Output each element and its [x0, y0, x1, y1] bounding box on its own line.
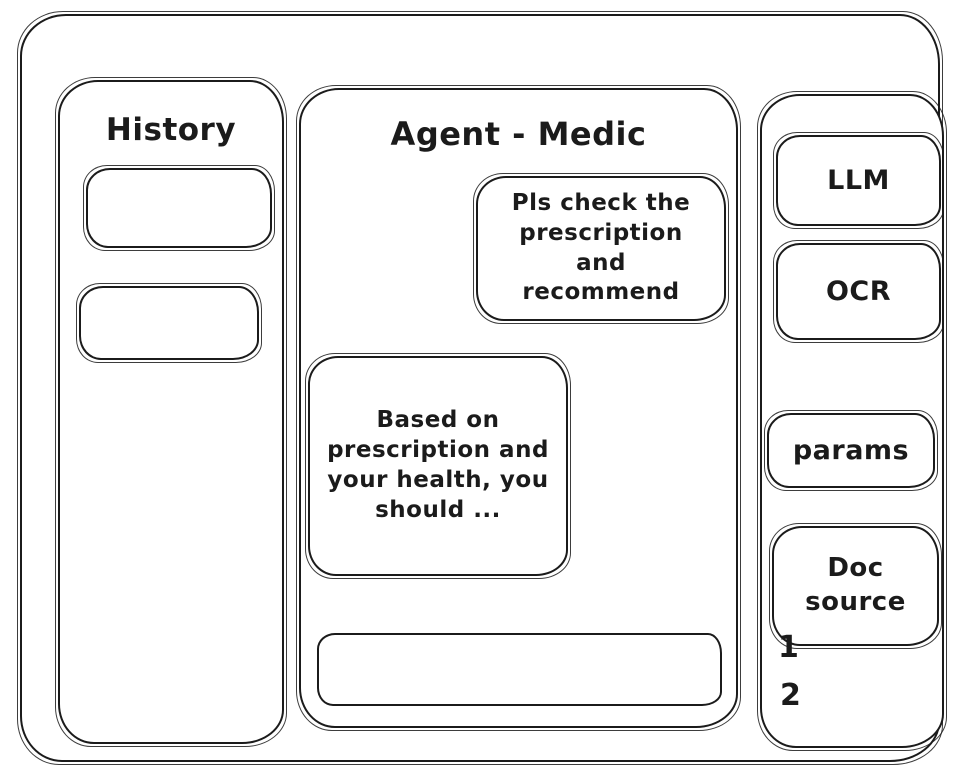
params-button[interactable]: params: [764, 410, 938, 491]
ocr-button[interactable]: OCR: [773, 240, 944, 343]
doc-source-item-1[interactable]: 1: [778, 630, 800, 665]
user-message-bubble: Pls check the prescription and recommend: [473, 173, 729, 324]
sidebar-title: History: [105, 112, 237, 148]
chat-input[interactable]: [317, 633, 722, 706]
sidebar-history: History: [55, 77, 287, 747]
doc-source-item-2[interactable]: 2: [780, 678, 802, 713]
llm-button[interactable]: LLM: [773, 132, 944, 229]
app-window: History Agent - Medic Pls check the pres…: [17, 11, 947, 765]
assistant-message-bubble: Based on prescription and your health, y…: [305, 353, 571, 579]
page-title: Agent - Medic: [390, 115, 647, 153]
chat-panel: Agent - Medic Pls check the prescription…: [296, 85, 741, 731]
tools-panel: LLM OCR params Doc source 1 2: [757, 91, 947, 751]
history-item[interactable]: [83, 165, 275, 251]
history-item[interactable]: [76, 283, 262, 363]
